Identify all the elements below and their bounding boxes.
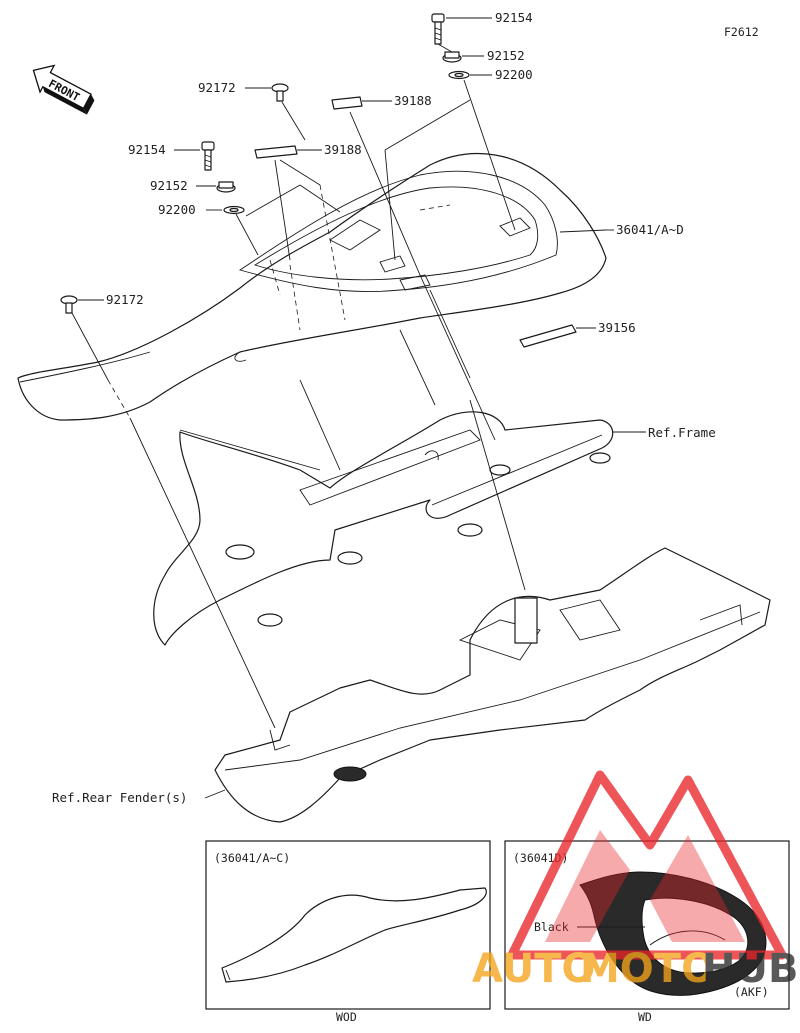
callout-39156: 39156: [598, 320, 636, 335]
callout-ref-frame: Ref.Frame: [648, 425, 716, 440]
callout-92154-left: 92154: [128, 142, 166, 157]
inset-right-note: (AKF): [734, 985, 769, 999]
rivet-92172-upper-icon: [271, 83, 289, 102]
bolt-92154-left-icon: [201, 141, 215, 171]
watermark-text-hub: HUB: [702, 946, 798, 992]
callout-92152-top: 92152: [487, 48, 525, 63]
sticker-39188-top-icon: [331, 96, 363, 110]
callout-92154-top: 92154: [495, 10, 533, 25]
callout-92172-top: 92172: [198, 80, 236, 95]
callout-ref-rear-fender: Ref.Rear Fender(s): [52, 790, 187, 805]
inset-right-caption: WD: [638, 1010, 652, 1024]
callout-92172-left: 92172: [106, 292, 144, 307]
rear-fender-ref: [214, 547, 771, 823]
callout-36041: 36041/A~D: [616, 222, 684, 237]
grommet-92152-top-icon: [442, 51, 462, 63]
grommet-92152-left-icon: [216, 181, 236, 193]
washer-92200-top-icon: [448, 70, 470, 80]
front-arrow-icon: FRONT: [32, 64, 95, 115]
inset-right-color-label: Black: [534, 920, 569, 934]
watermark-mountain-icon: [507, 770, 787, 960]
callout-92152-left: 92152: [150, 178, 188, 193]
rivet-92172-left-icon: [60, 295, 78, 314]
inset-left-title: (36041/A~C): [214, 851, 290, 865]
inset-36041d: (36041D) Black (AKF) WD: [504, 840, 790, 1024]
callout-39188-mid: 39188: [324, 142, 362, 157]
watermark-text-auto: AUTO: [472, 946, 596, 992]
inset-36041-a-c: (36041/A~C) WOD: [205, 840, 491, 1024]
callout-92200-left: 92200: [158, 202, 196, 217]
callout-39188-top: 39188: [394, 93, 432, 108]
callout-92200-top: 92200: [495, 67, 533, 82]
watermark-text-moto: MOTO: [580, 946, 715, 992]
watermark-logo: AUTO MOTO HUB: [472, 770, 798, 992]
washer-92200-left-icon: [223, 205, 245, 215]
inset-left-caption: WOD: [336, 1010, 357, 1024]
sticker-39156-icon: [519, 324, 577, 348]
figure-code: F2612: [724, 25, 759, 39]
sticker-39188-mid-icon: [254, 145, 298, 159]
frame-ref: [153, 411, 614, 646]
bolt-92154-top-icon: [431, 13, 445, 45]
